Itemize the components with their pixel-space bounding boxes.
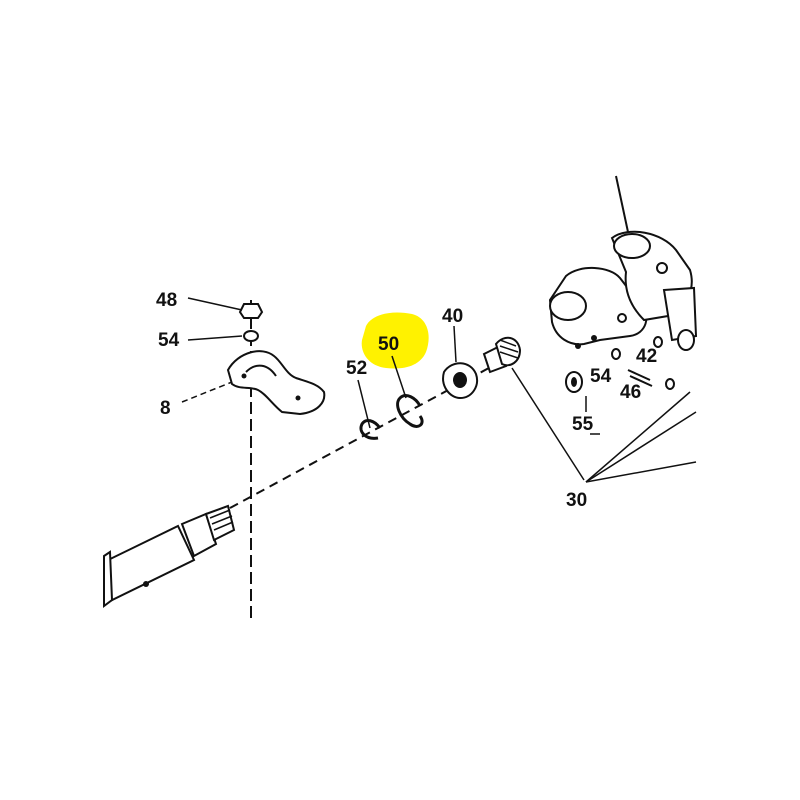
- callout-8: 8: [160, 398, 171, 419]
- callout-48: 48: [156, 290, 177, 311]
- callout-46: 46: [620, 382, 641, 403]
- bearing-40: [442, 362, 478, 400]
- callout-54-right: 54: [590, 366, 612, 387]
- small-parts-cluster: [565, 336, 675, 393]
- callout-50: 50: [378, 334, 399, 355]
- snap-ring-52: [359, 419, 382, 440]
- gear-housing: [548, 175, 698, 351]
- washer-54-left: [243, 330, 259, 342]
- bracket-8: [226, 350, 326, 416]
- callout-40: 40: [442, 306, 463, 327]
- callout-42: 42: [636, 346, 657, 367]
- callout-30: 30: [566, 490, 587, 511]
- callout-55: 55: [572, 414, 594, 435]
- nut-48: [238, 303, 264, 319]
- callout-54-left: 54: [158, 330, 180, 351]
- drive-shaft: [103, 504, 236, 608]
- pinion-gear: [482, 336, 522, 374]
- circlip-50: [396, 394, 424, 428]
- leader-lines: [181, 297, 697, 483]
- highlight-marker: [361, 312, 429, 369]
- callout-52: 52: [346, 358, 367, 379]
